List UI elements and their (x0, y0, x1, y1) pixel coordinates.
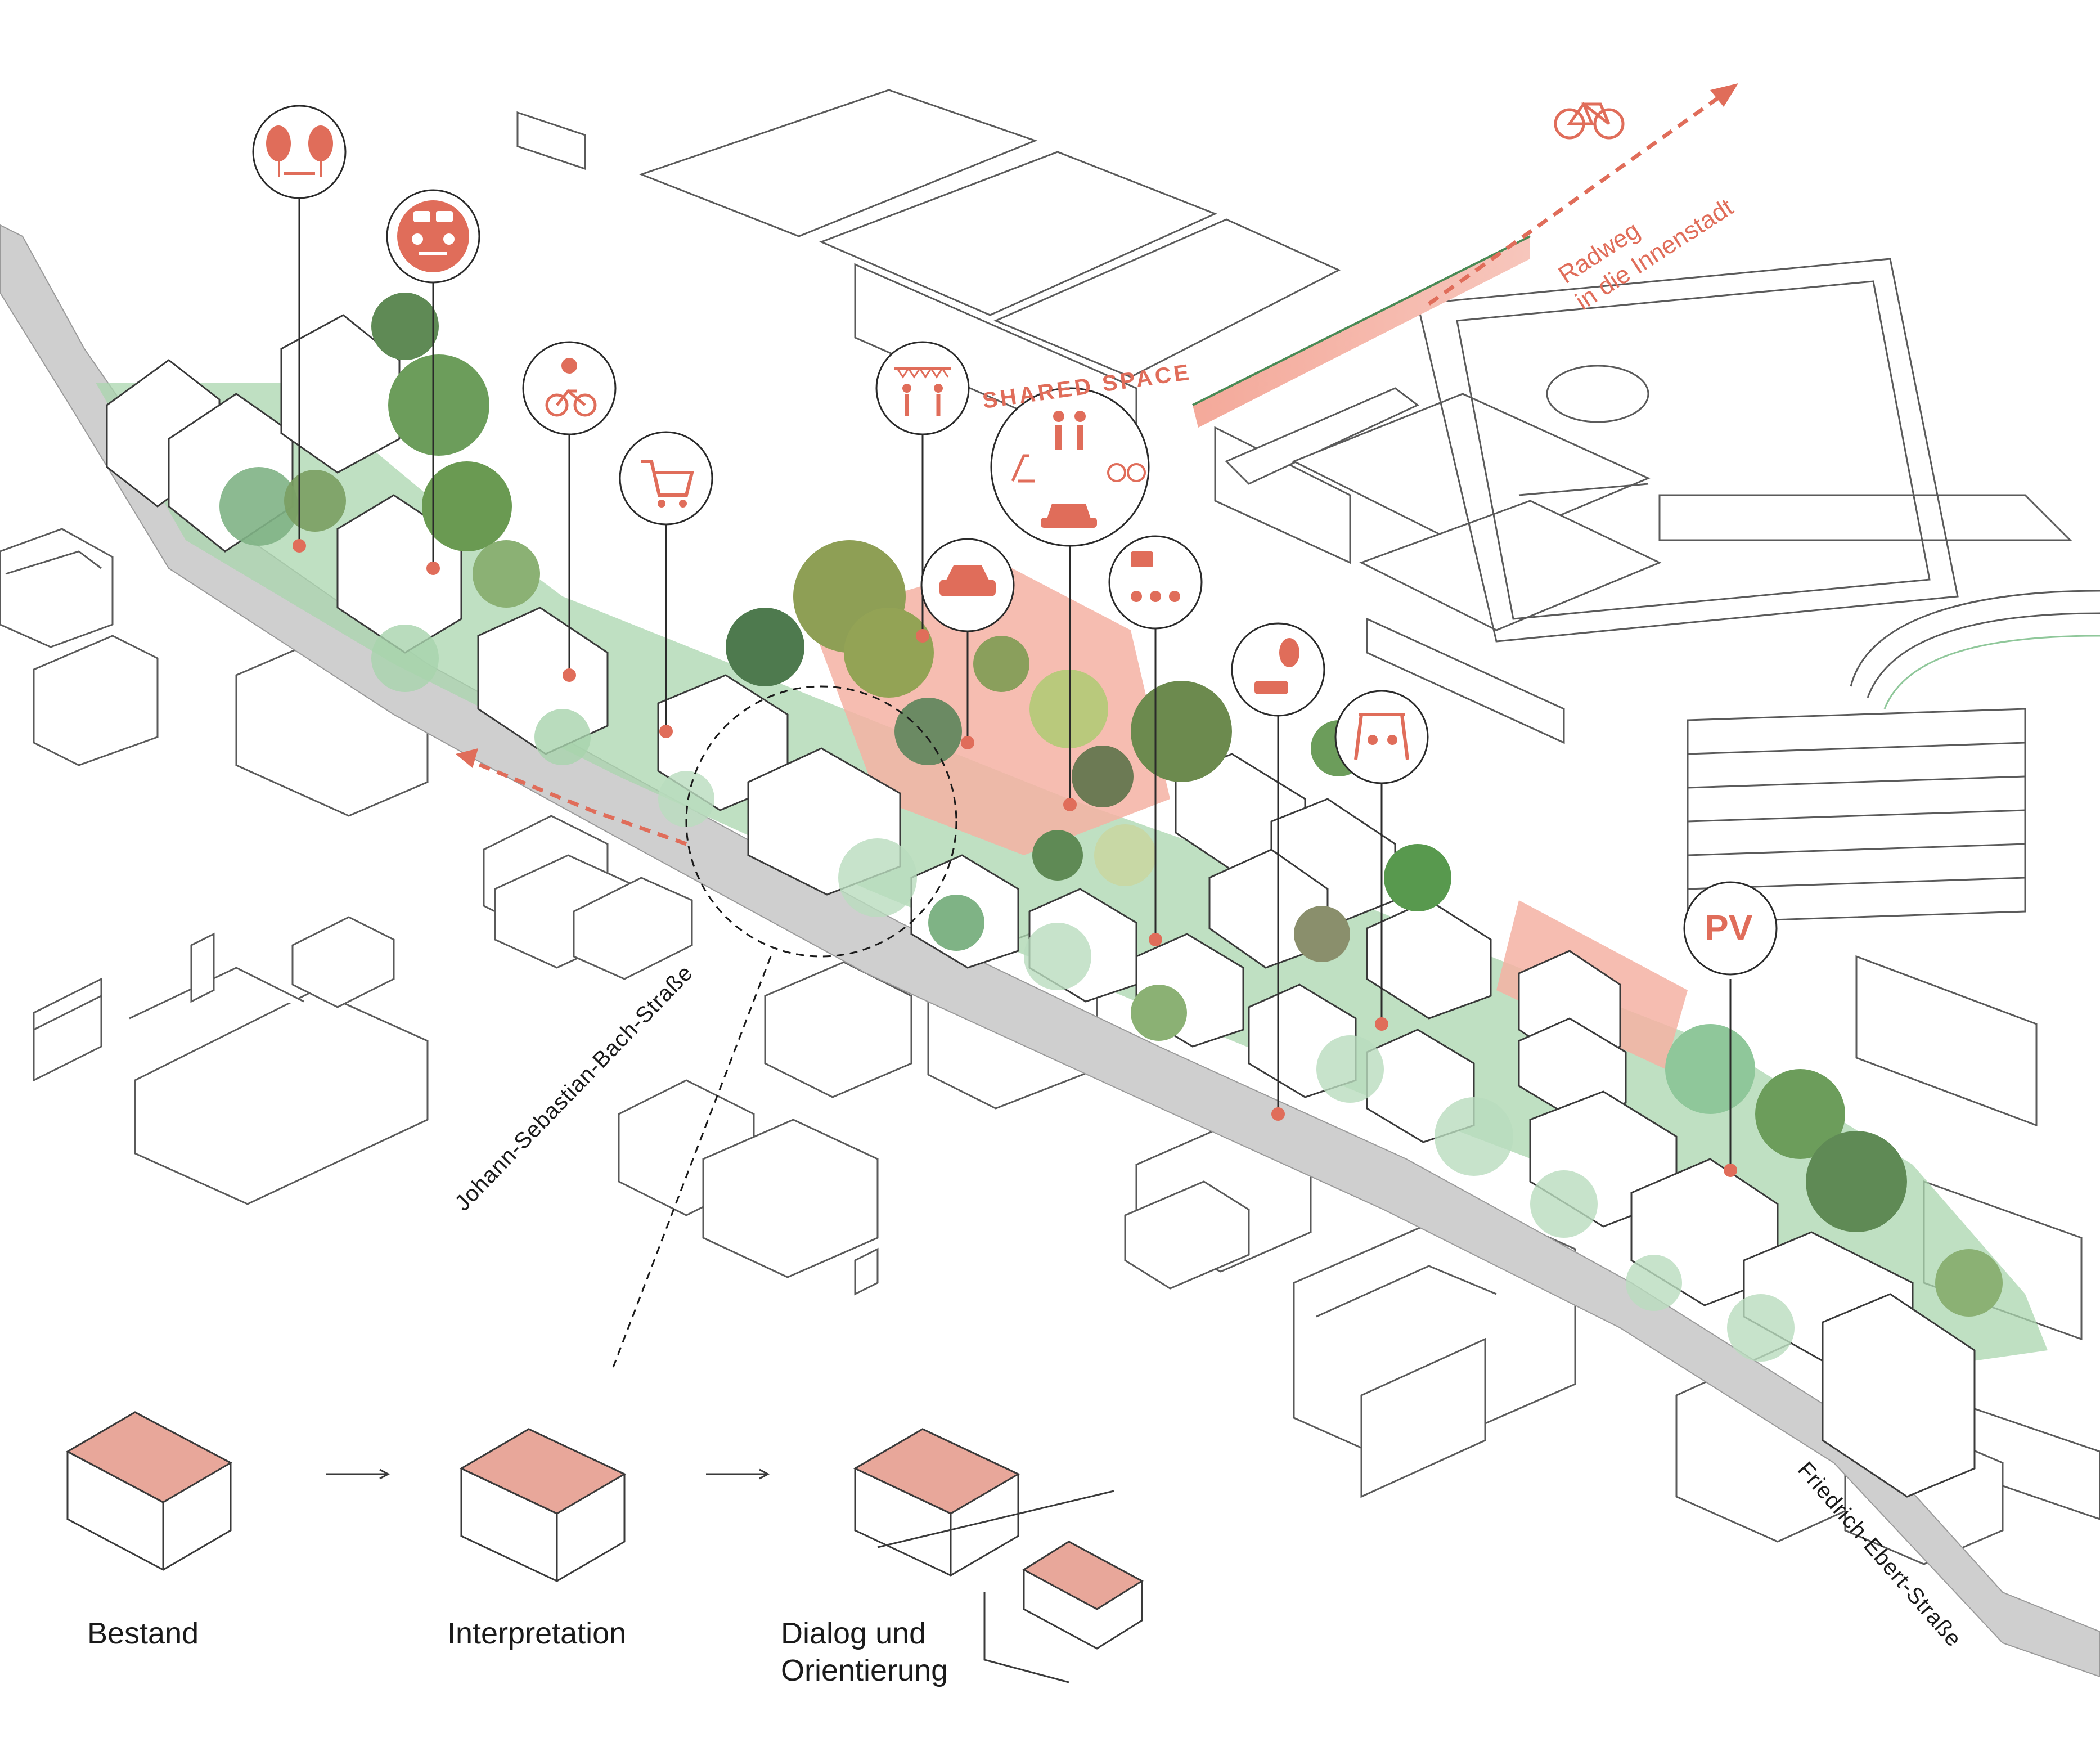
legend-label-interpretation: Interpretation (447, 1616, 627, 1650)
legend-house-dialog (853, 1428, 1144, 1683)
trees-and-picnic-icon (252, 105, 347, 199)
car-icon (920, 538, 1015, 632)
car-sharing-icon (1231, 622, 1325, 717)
gardening-icon (1108, 535, 1203, 630)
pv-label: PV (1705, 908, 1753, 948)
pin-dots (293, 539, 1737, 1177)
cycle-route-arrow (456, 83, 1738, 846)
legend-label-bestand: Bestand (87, 1616, 199, 1650)
legend-house-interpretation (459, 1428, 627, 1582)
legend-label-dialog: Dialog und Orientierung (781, 1616, 948, 1687)
street-festival-icon (875, 341, 970, 435)
meeting-and-dialog-icon (386, 189, 480, 284)
bicycle-icon (1554, 102, 1625, 140)
shopping-cart-icon (619, 431, 713, 526)
legend-arrows (326, 1468, 770, 1480)
bike-repair-icon (522, 341, 617, 435)
cycle-route-band (1192, 235, 1531, 428)
photovoltaic-icon (1683, 881, 1778, 976)
project-buildings (106, 314, 1976, 1498)
detail-focus-circle (612, 685, 957, 1368)
shared-space-icon (990, 387, 1150, 547)
playground-swing-icon (1334, 690, 1429, 784)
icon-pins (298, 191, 1732, 1170)
legend-house-bestand (65, 1411, 233, 1571)
sports-field (1417, 258, 2100, 709)
context-buildings (0, 89, 2100, 1565)
trees (219, 293, 2003, 1362)
